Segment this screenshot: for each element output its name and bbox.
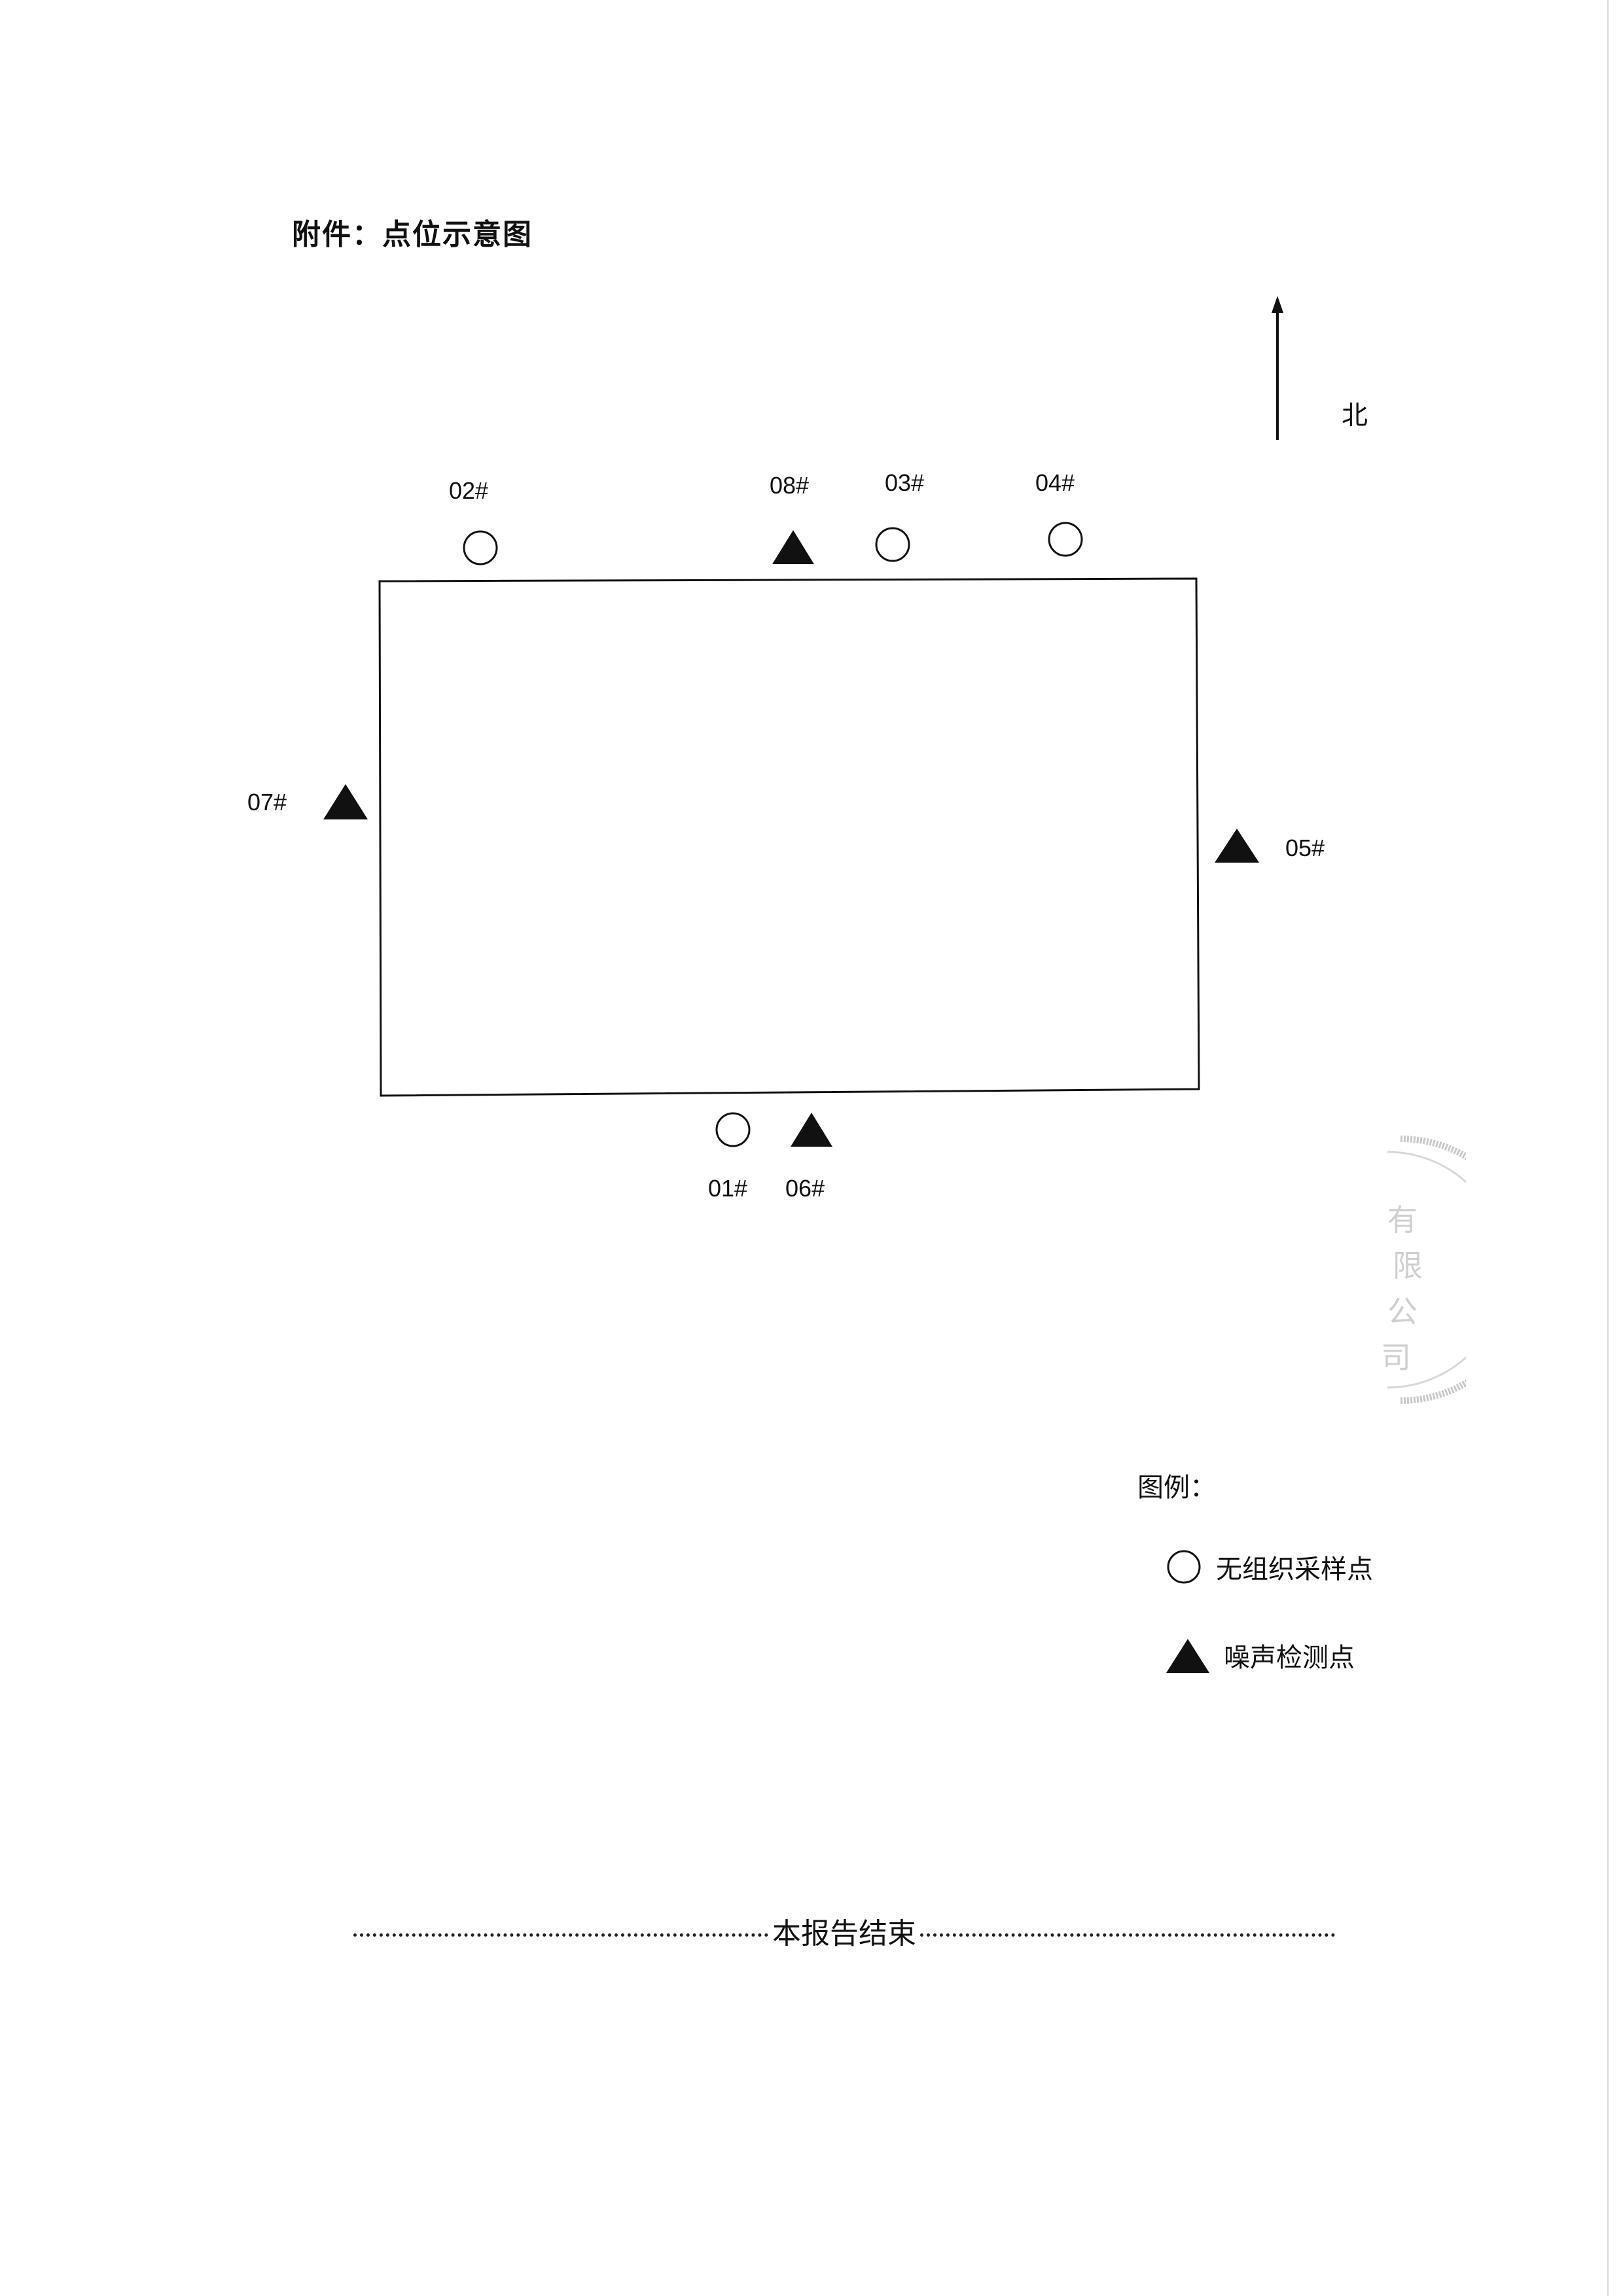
report-end-line: 本报告结束 [353,1910,1335,1952]
north-label: 北 [1342,401,1368,431]
sampling-point-01-icon [715,1112,751,1147]
legend-item-noise: 噪声检测点 [1165,1636,1355,1674]
report-end-text: 本报告结束 [772,1917,916,1950]
point-label-01: 01# [708,1175,747,1202]
sampling-point-03-icon [875,527,910,562]
svg-text:司: 司 [1381,1340,1411,1375]
leader-dots-right [920,1933,1335,1937]
page-edge-line [1607,0,1609,2296]
leader-dots-left [353,1933,768,1937]
svg-text:有: 有 [1387,1202,1418,1238]
sampling-point-04-icon [1048,522,1083,557]
legend-title: 图例： [1137,1473,1216,1503]
svg-text:公: 公 [1387,1294,1418,1329]
noise-point-08-icon [772,530,814,564]
point-label-08: 08# [770,472,809,499]
site-boundary [378,577,1200,1097]
legend-triangle-icon [1166,1639,1209,1673]
sampling-point-02-icon [463,530,498,565]
legend-circle-label: 无组织采样点 [1216,1554,1373,1585]
point-label-06: 06# [785,1175,825,1202]
svg-text:限: 限 [1393,1248,1423,1283]
point-label-04: 04# [1035,469,1075,496]
point-label-07: 07# [247,789,287,816]
point-label-02: 02# [449,477,488,504]
point-label-05: 05# [1285,834,1325,861]
company-seal-stamp: 有 限 公 司 [1381,1136,1466,1404]
noise-point-06-icon [791,1113,832,1147]
north-arrow [1272,296,1283,440]
page-title: 附件：点位示意图 [292,218,533,251]
noise-point-07-icon [323,784,368,819]
legend-circle-icon [1167,1550,1201,1584]
point-label-03: 03# [885,469,924,496]
north-arrow-head [1272,296,1283,313]
legend-triangle-label: 噪声检测点 [1224,1643,1355,1673]
noise-point-05-icon [1215,829,1259,863]
legend-item-sampling: 无组织采样点 [1165,1548,1373,1586]
